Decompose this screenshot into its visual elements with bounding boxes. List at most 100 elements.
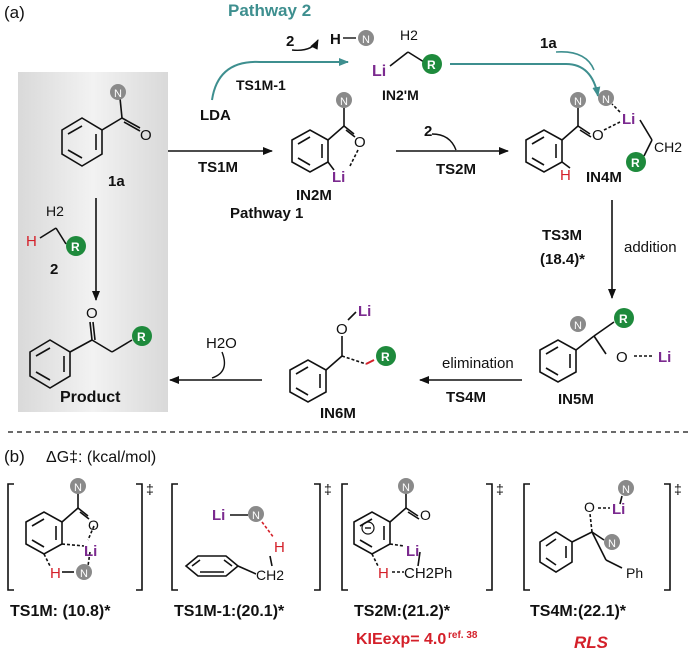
ph-label: Ph <box>626 565 643 581</box>
h-red: H <box>50 565 61 582</box>
kie-label: KIEexp= 4.0 <box>356 631 446 648</box>
h2-label: H2 <box>46 203 64 219</box>
ts1m-energy-label: TS1M: (10.8)* <box>10 603 111 620</box>
h2-label: H2 <box>400 27 418 43</box>
dagger-1: ‡ <box>146 481 154 497</box>
ts3m-label: TS3M <box>542 227 582 244</box>
n-group-in4m-2 <box>598 90 614 106</box>
panel-b-label: (b) <box>4 447 25 466</box>
ts1m-label: TS1M <box>198 159 238 176</box>
dagger-4: ‡ <box>674 481 682 497</box>
n-group-1a <box>110 84 126 100</box>
lda-label: LDA <box>200 107 231 124</box>
product-structure <box>29 321 133 389</box>
n-group-ts4m-top <box>618 480 634 496</box>
ts4m-label: TS4M <box>446 389 486 406</box>
elimination-label: elimination <box>442 355 514 372</box>
h2o-label: H2O <box>206 335 237 352</box>
in5m-structure <box>539 321 654 383</box>
in2m-label: IN2M <box>296 187 332 204</box>
in2p-r-group <box>422 54 442 74</box>
product-r-group <box>132 326 152 346</box>
dg-units-label: ΔG‡: (kcal/mol) <box>46 449 156 466</box>
n-label: N <box>252 510 260 522</box>
h-red: H <box>26 233 37 250</box>
n-group-ts1m1 <box>248 506 264 522</box>
li-label: Li <box>358 303 371 320</box>
li-label: Li <box>612 501 625 518</box>
in2m-structure <box>291 108 359 173</box>
dagger-2: ‡ <box>324 481 332 497</box>
o-label: O <box>354 134 366 151</box>
in6m-label: IN6M <box>320 405 356 422</box>
r-label: R <box>427 58 436 72</box>
li-label: Li <box>406 543 419 560</box>
n-group-in5m <box>570 316 586 332</box>
in4m-label: IN4M <box>586 169 622 186</box>
in2p-label: IN2'M <box>382 87 419 103</box>
label-2-box: 2 <box>50 261 58 278</box>
ch2ph-label: CH2Ph <box>404 565 452 582</box>
h-red: H <box>378 565 389 582</box>
kie-reference: ref. 38 <box>448 630 478 641</box>
direct-route-box <box>18 72 168 412</box>
ts4m-structure <box>539 495 623 573</box>
label-1a: 1a <box>108 173 125 190</box>
h-red: H <box>560 167 571 184</box>
n-label: N <box>602 94 610 106</box>
n-label: N <box>608 538 616 550</box>
li-label: Li <box>372 63 386 80</box>
n-group-hn <box>358 30 374 46</box>
ch2-label: CH2 <box>654 139 682 155</box>
product-label: Product <box>60 389 121 406</box>
r-label: R <box>631 156 640 170</box>
in2p-structure <box>389 51 425 67</box>
pathway1-label: Pathway 1 <box>230 205 303 222</box>
n-label: N <box>574 320 582 332</box>
ts4m-energy-label: TS4M:(22.1)* <box>530 603 627 620</box>
product-o: O <box>86 305 98 322</box>
ts1m1-label: TS1M-1 <box>236 77 286 93</box>
o-label: O <box>140 127 152 144</box>
li-label: Li <box>84 543 97 560</box>
n-group-ts4m <box>604 534 620 550</box>
compound-1a <box>61 97 141 167</box>
dagger-3: ‡ <box>496 481 504 497</box>
toluene-structure <box>184 555 273 577</box>
in6m-structure <box>289 311 367 403</box>
in5m-label: IN5M <box>558 391 594 408</box>
r-label: R <box>71 240 80 254</box>
pathway2-arrow-to-in4 <box>450 63 601 97</box>
n-label: N <box>362 34 370 46</box>
ts-brackets <box>7 483 671 591</box>
label-1a-p2: 1a <box>540 35 557 52</box>
li-label: Li <box>658 349 671 366</box>
n-label: N <box>114 88 122 100</box>
r-label: R <box>619 312 628 326</box>
in4m-r-group <box>626 152 646 172</box>
ts2m-energy-label: TS2M:(21.2)* <box>354 603 451 620</box>
r-group-2 <box>66 236 86 256</box>
in6m-r-group <box>376 346 396 366</box>
n-label: N <box>574 96 582 108</box>
ts1m-structure <box>25 492 95 573</box>
o-label: O <box>616 349 628 366</box>
n-group-ts2m <box>398 478 414 494</box>
o-label: O <box>336 321 348 338</box>
li-label: Li <box>622 111 635 128</box>
n-label: N <box>622 484 630 496</box>
n-label: N <box>74 482 82 494</box>
ts2m-structure <box>353 492 421 567</box>
release-arrow <box>291 39 319 51</box>
n-label: N <box>340 96 348 108</box>
n-group-in4m <box>570 92 586 108</box>
n-label: N <box>402 482 410 494</box>
o-label: O <box>584 499 595 515</box>
o-label: O <box>420 507 431 523</box>
r-label: R <box>137 330 146 344</box>
label-2-ts2: 2 <box>424 123 432 140</box>
h-label: H <box>330 31 341 48</box>
li-label: Li <box>332 169 345 186</box>
